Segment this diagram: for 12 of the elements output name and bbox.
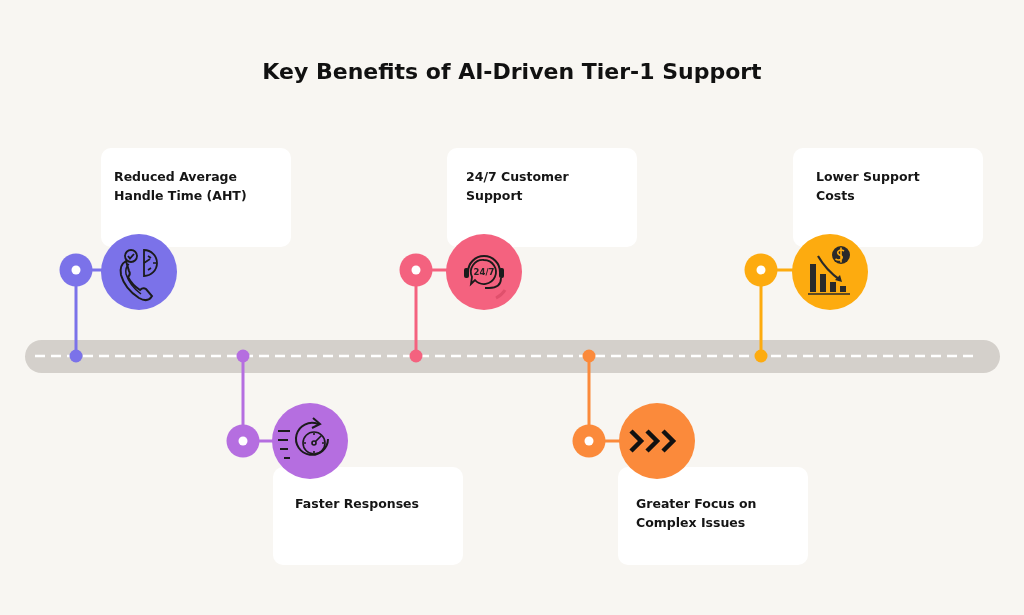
benefit-title: Greater Focus on Complex Issues — [636, 495, 758, 532]
benefit-title: Faster Responses — [295, 495, 420, 513]
icon-label: 24/7 — [473, 267, 495, 277]
benefit-card — [793, 148, 983, 247]
benefit-card — [273, 467, 463, 565]
benefit-title: Lower Support Costs — [816, 168, 921, 205]
benefit-card — [618, 467, 808, 565]
benefit-card — [447, 148, 637, 247]
benefit-title: Reduced Average Handle Time (AHT) — [114, 168, 248, 205]
benefit-title: 24/7 Customer Support — [466, 168, 570, 205]
benefit-card — [101, 148, 291, 247]
diagram-title: Key Benefits of AI-Driven Tier-1 Support — [262, 58, 762, 86]
